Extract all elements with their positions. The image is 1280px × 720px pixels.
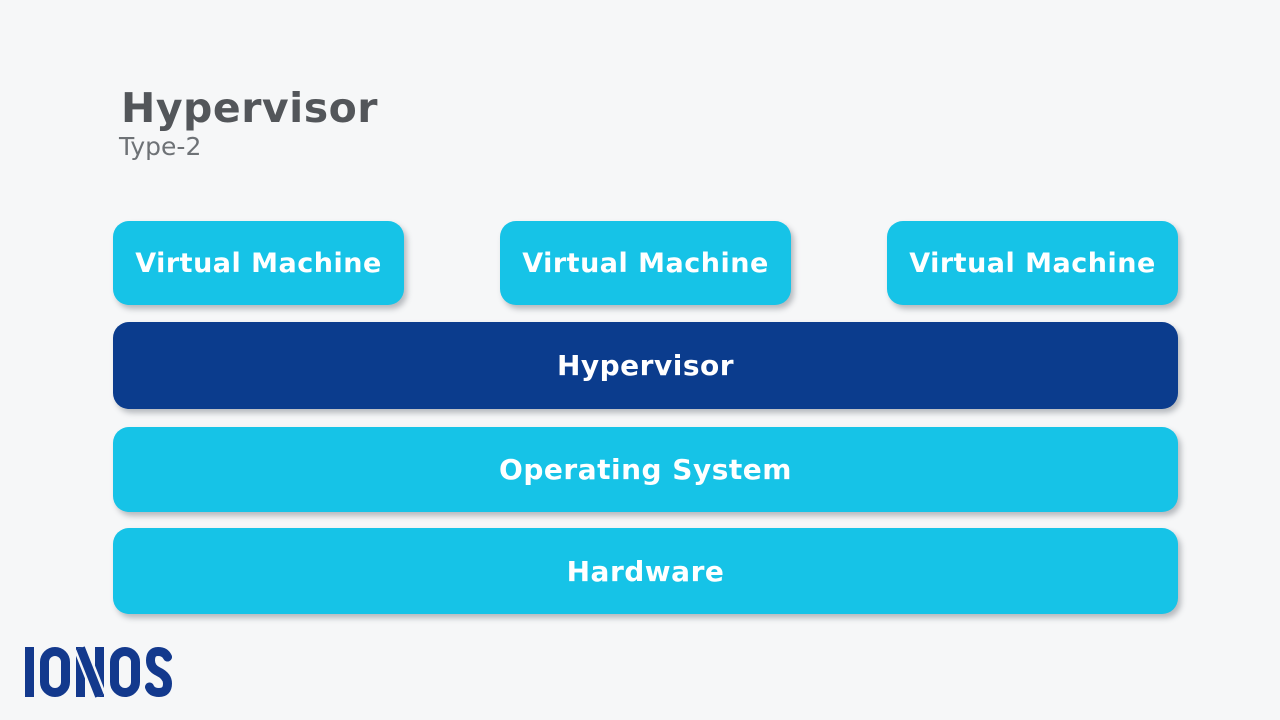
vm-box-3: Virtual Machine <box>887 221 1178 305</box>
vm-box-2: Virtual Machine <box>500 221 791 305</box>
page-subtitle: Type-2 <box>119 132 202 161</box>
hardware-layer: Hardware <box>113 528 1178 614</box>
hypervisor-layer: Hypervisor <box>113 322 1178 409</box>
operating-system-layer-label: Operating System <box>499 453 792 486</box>
ionos-logo <box>25 645 172 699</box>
vm-box-1-label: Virtual Machine <box>135 247 382 279</box>
vm-box-1: Virtual Machine <box>113 221 404 305</box>
operating-system-layer: Operating System <box>113 427 1178 512</box>
page-title: Hypervisor <box>121 84 378 132</box>
vm-box-2-label: Virtual Machine <box>522 247 769 279</box>
vm-row: Virtual Machine Virtual Machine Virtual … <box>113 221 1178 305</box>
vm-box-3-label: Virtual Machine <box>909 247 1156 279</box>
hypervisor-layer-label: Hypervisor <box>556 349 735 382</box>
hardware-layer-label: Hardware <box>566 554 725 588</box>
